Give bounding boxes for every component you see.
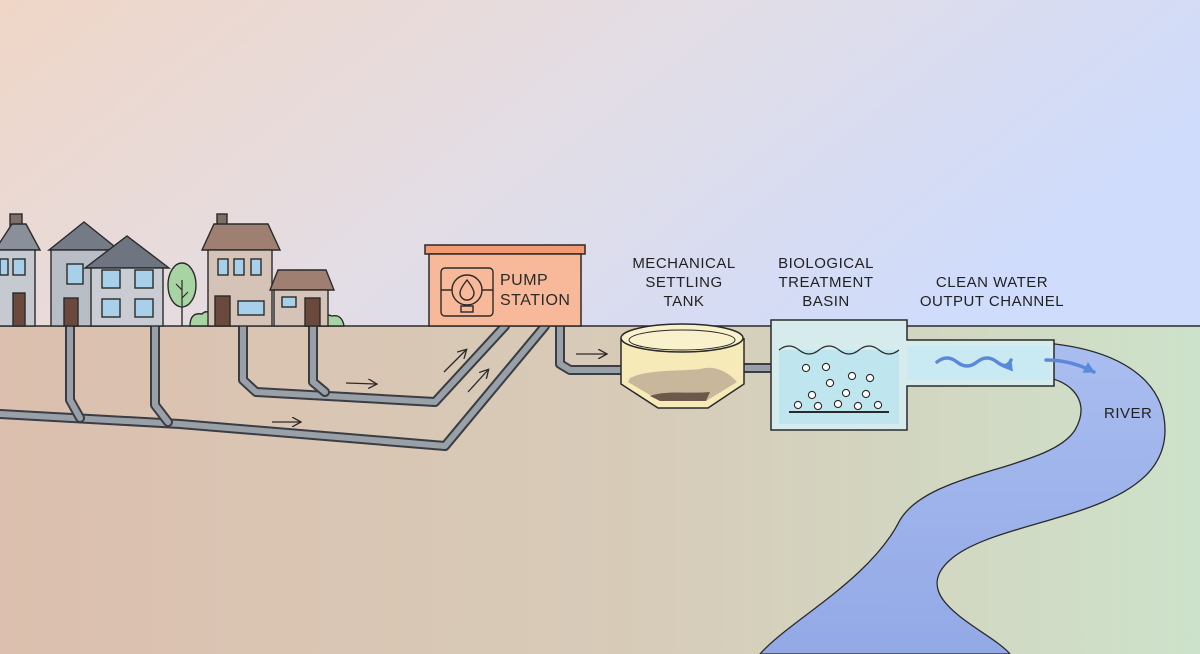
clean-label-line2: OUTPUT CHANNEL [920, 293, 1064, 310]
pump-station: PUMP STATION [424, 244, 586, 327]
pump-droplet-icon [440, 267, 494, 317]
clean-water-flow-arrow [935, 356, 1013, 372]
sky [0, 0, 1200, 326]
river-inflow-arrow [1044, 358, 1096, 374]
settling-tank-label: MECHANICAL SETTLING TANK [632, 255, 735, 310]
bio-label-line1: BIOLOGICAL [778, 255, 874, 272]
arrow-right-icon [467, 370, 488, 393]
house [200, 213, 282, 327]
bio-label-line2: TREATMENT [778, 274, 873, 291]
bio-basin [770, 319, 1055, 431]
tree-icon [167, 262, 197, 326]
settling-label-line1: MECHANICAL [632, 255, 735, 272]
house [0, 213, 42, 327]
sewer-pipes [0, 321, 778, 451]
flow-arrows [272, 350, 606, 422]
pump-station-label-line2: STATION [500, 292, 570, 309]
settling-label-line2: SETTLING [645, 274, 722, 291]
clean-channel-label: CLEAN WATER OUTPUT CHANNEL [920, 274, 1064, 310]
settling-tank [620, 323, 745, 409]
arrow-right-icon [443, 350, 466, 373]
house [268, 269, 336, 327]
bio-label-line3: BASIN [802, 293, 850, 310]
arrow-right-icon [345, 383, 376, 384]
houses [0, 213, 345, 327]
bio-basin-label: BIOLOGICAL TREATMENT BASIN [778, 255, 874, 310]
settling-label-line3: TANK [664, 293, 705, 310]
pump-station-label-line1: PUMP [500, 272, 548, 289]
house [47, 221, 121, 327]
river [759, 342, 1166, 654]
air-bubbles [793, 362, 883, 411]
house [82, 235, 172, 327]
river-label: RIVER [1104, 405, 1152, 422]
clean-label-line1: CLEAN WATER [936, 274, 1048, 291]
